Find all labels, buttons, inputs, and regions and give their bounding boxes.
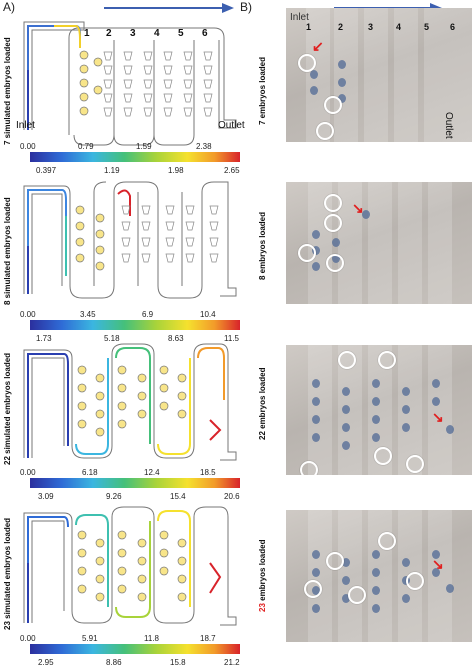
photo-row-1-label: 7 embryos loaded bbox=[258, 56, 267, 125]
cb2-tick-top-1: 3.45 bbox=[80, 310, 96, 319]
cb1-tick-bot-3: 2.65 bbox=[224, 166, 240, 175]
embryo-circle bbox=[298, 244, 316, 262]
sim1-col-5: 5 bbox=[178, 28, 184, 39]
cb4-tick-bot-0: 2.95 bbox=[38, 658, 54, 667]
photo-col-6: 6 bbox=[450, 22, 456, 32]
sim1-col-1: 1 bbox=[84, 28, 90, 39]
embryo-circle bbox=[378, 351, 396, 369]
embryo-circle bbox=[326, 552, 344, 570]
cb4-tick-bot-3: 21.2 bbox=[224, 658, 240, 667]
cb3-tick-bot-1: 9.26 bbox=[106, 492, 122, 501]
red-arrow-icon: ↙ bbox=[312, 38, 324, 54]
photo-2: ↘ bbox=[286, 182, 472, 304]
cb4-tick-top-0: 0.00 bbox=[20, 634, 36, 643]
cb3-tick-bot-2: 15.4 bbox=[170, 492, 186, 501]
cb2-tick-bot-0: 1.73 bbox=[36, 334, 52, 343]
sim-diagram-3 bbox=[23, 343, 237, 461]
sim-row-4-label: 23 simulated embryos loaded bbox=[3, 517, 12, 630]
embryo-circle bbox=[316, 122, 334, 140]
cb1-tick-top-3: 2.38 bbox=[196, 142, 212, 151]
embryo-circle bbox=[304, 580, 322, 598]
colorbar-1: 0.00 0.79 1.59 2.38 0.397 1.19 1.98 2.65 bbox=[20, 142, 240, 175]
photo-4: ↘ bbox=[286, 510, 472, 642]
embryo-circle bbox=[374, 447, 392, 465]
cb4-tick-bot-2: 15.8 bbox=[170, 658, 186, 667]
photo-col-1: 1 bbox=[306, 22, 312, 32]
colorbar-2: 0.00 3.45 6.9 10.4 1.73 5.18 8.63 11.5 bbox=[20, 310, 240, 343]
inlet-label: Inlet bbox=[16, 120, 35, 131]
embryo-circle bbox=[338, 351, 356, 369]
cb3-tick-top-2: 12.4 bbox=[144, 468, 160, 477]
panel-b-label: B) bbox=[240, 0, 252, 14]
cb3-tick-top-1: 6.18 bbox=[82, 468, 98, 477]
cb4-tick-top-3: 18.7 bbox=[200, 634, 216, 643]
photo-col-3: 3 bbox=[368, 22, 374, 32]
embryo-circle bbox=[406, 455, 424, 473]
embryo-circle bbox=[348, 586, 366, 604]
cb4-tick-top-1: 5.91 bbox=[82, 634, 98, 643]
red-arrow-icon: ↘ bbox=[432, 556, 444, 572]
cb2-tick-bot-2: 8.63 bbox=[168, 334, 184, 343]
sim-row-2-label: 8 simulated embryos loaded bbox=[3, 197, 12, 305]
photo-inlet-label: Inlet bbox=[290, 12, 309, 23]
photo-col-2: 2 bbox=[338, 22, 344, 32]
cb4-tick-bot-1: 8.86 bbox=[106, 658, 122, 667]
embryo-circle bbox=[324, 214, 342, 232]
photo-3: ↘ bbox=[286, 345, 472, 475]
sim-diagram-2 bbox=[23, 181, 237, 299]
photo-row-4-count: 23 bbox=[258, 603, 267, 612]
panel-a-label: A) bbox=[3, 0, 15, 14]
photo-row-3-label: 22 embryos loaded bbox=[258, 367, 267, 440]
cb3-tick-bot-3: 20.6 bbox=[224, 492, 240, 501]
cb1-tick-bot-1: 1.19 bbox=[104, 166, 120, 175]
cb1-tick-bot-2: 1.98 bbox=[168, 166, 184, 175]
cb1-tick-top-0: 0.00 bbox=[20, 142, 36, 151]
photo-outlet-label: Outlet bbox=[443, 112, 454, 139]
photo-col-5: 5 bbox=[424, 22, 430, 32]
cb3-tick-top-3: 18.5 bbox=[200, 468, 216, 477]
embryo-circle bbox=[324, 96, 342, 114]
cb4-tick-top-2: 11.8 bbox=[144, 634, 160, 643]
sim-diagram-1: 1 2 3 4 5 6 bbox=[23, 21, 237, 146]
outlet-label: Outlet bbox=[218, 120, 245, 131]
sim1-col-2: 2 bbox=[106, 28, 112, 39]
red-arrow-icon: ↘ bbox=[352, 200, 364, 216]
flow-arrow-a bbox=[104, 3, 234, 13]
sim-row-3-label: 22 simulated embryos loaded bbox=[3, 352, 12, 465]
cb3-tick-bot-0: 3.09 bbox=[38, 492, 54, 501]
embryo-circle bbox=[406, 572, 424, 590]
cb2-tick-bot-1: 5.18 bbox=[104, 334, 120, 343]
photo-row-2-label: 8 embryos loaded bbox=[258, 211, 267, 280]
embryo-circle bbox=[300, 461, 318, 475]
cb1-tick-top-1: 0.79 bbox=[78, 142, 94, 151]
sim-diagram-4 bbox=[23, 506, 237, 626]
cb2-tick-bot-3: 11.5 bbox=[224, 334, 240, 343]
sim-row-1-label: 7 simulated embryos loaded bbox=[3, 37, 12, 145]
cb3-tick-top-0: 0.00 bbox=[20, 468, 36, 477]
colorbar-4: 0.00 5.91 11.8 18.7 2.95 8.86 15.8 21.2 bbox=[20, 634, 240, 667]
photo-row-4-text: embryos loaded bbox=[258, 539, 267, 604]
embryo-circle bbox=[326, 254, 344, 272]
cb2-tick-top-2: 6.9 bbox=[142, 310, 154, 319]
photo-1: ↙ bbox=[286, 8, 472, 142]
cb2-tick-top-0: 0.00 bbox=[20, 310, 36, 319]
colorbar-3: 0.00 6.18 12.4 18.5 3.09 9.26 15.4 20.6 bbox=[20, 468, 240, 501]
cb2-tick-top-3: 10.4 bbox=[200, 310, 216, 319]
red-arrow-icon: ↘ bbox=[432, 409, 444, 425]
cb1-tick-top-2: 1.59 bbox=[136, 142, 152, 151]
embryo-circle bbox=[298, 54, 316, 72]
photo-row-4-label: 23 embryos loaded bbox=[258, 540, 267, 612]
embryo-circle bbox=[324, 194, 342, 212]
cb1-tick-bot-0: 0.397 bbox=[36, 166, 57, 175]
embryo-circle bbox=[378, 532, 396, 550]
sim1-col-3: 3 bbox=[130, 28, 136, 39]
sim1-col-6: 6 bbox=[202, 28, 208, 39]
sim1-col-4: 4 bbox=[154, 28, 160, 39]
photo-col-4: 4 bbox=[396, 22, 402, 32]
